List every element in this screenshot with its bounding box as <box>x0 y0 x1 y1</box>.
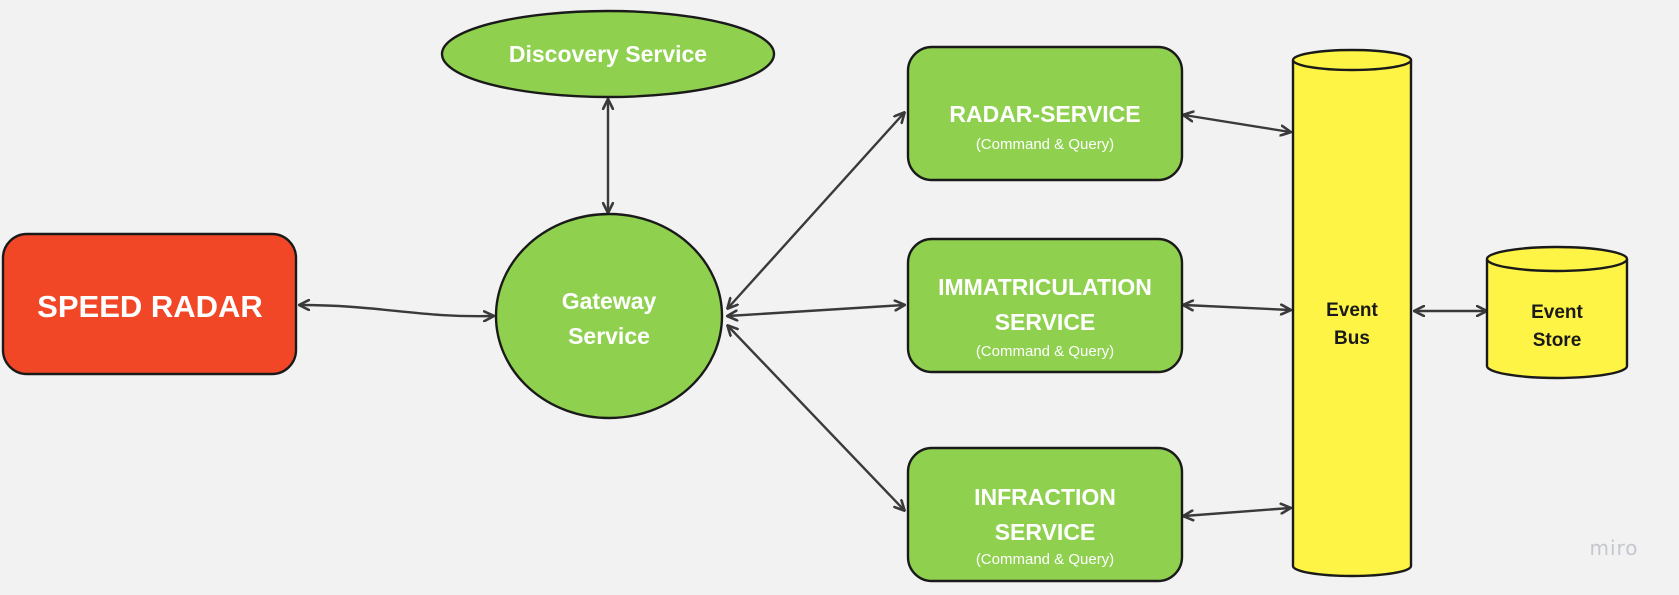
speed-radar-label: SPEED RADAR <box>37 289 263 324</box>
immatriculation-service-node[interactable]: IMMATRICULATION SERVICE (Command & Query… <box>906 237 1184 374</box>
event-store-node[interactable]: Event Store <box>1485 245 1629 380</box>
event-bus-line1: Event <box>1326 300 1378 321</box>
edge-infraction-event-bus[interactable] <box>1184 508 1290 516</box>
discovery-service-node[interactable]: Discovery Service <box>440 9 776 99</box>
discovery-service-label: Discovery Service <box>509 41 707 67</box>
immatriculation-line1: IMMATRICULATION <box>938 274 1152 300</box>
miro-watermark-logo: miro <box>1589 536 1638 560</box>
edge-gateway-immatriculation[interactable] <box>728 305 904 316</box>
infraction-line2: SERVICE <box>995 519 1096 545</box>
infraction-service-node[interactable]: INFRACTION SERVICE (Command & Query) <box>906 446 1184 583</box>
infraction-subtitle: (Command & Query) <box>976 551 1114 568</box>
speed-radar-node[interactable]: SPEED RADAR <box>1 232 298 376</box>
event-store-line1: Event <box>1531 302 1583 323</box>
infraction-line1: INFRACTION <box>974 484 1116 510</box>
radar-service-subtitle: (Command & Query) <box>976 136 1114 153</box>
gateway-label-line2: Service <box>568 323 650 349</box>
edge-radar-service-event-bus[interactable] <box>1184 115 1290 132</box>
edge-gateway-radar-service[interactable] <box>728 113 904 308</box>
immatriculation-subtitle: (Command & Query) <box>976 343 1114 360</box>
event-store-line2: Store <box>1533 330 1582 351</box>
radar-service-title: RADAR-SERVICE <box>949 101 1140 127</box>
event-bus-node[interactable]: Event Bus <box>1291 48 1413 578</box>
gateway-label-line1: Gateway <box>562 288 657 314</box>
immatriculation-line2: SERVICE <box>995 309 1096 335</box>
gateway-service-node[interactable]: Gateway Service <box>494 212 724 420</box>
event-bus-line2: Bus <box>1334 328 1370 349</box>
edge-immatriculation-event-bus[interactable] <box>1184 305 1290 310</box>
connectors <box>300 100 1486 516</box>
edge-gateway-infraction[interactable] <box>728 326 904 510</box>
edge-speed-radar-gateway[interactable] <box>300 305 493 316</box>
radar-service-node[interactable]: RADAR-SERVICE (Command & Query) <box>906 45 1184 182</box>
